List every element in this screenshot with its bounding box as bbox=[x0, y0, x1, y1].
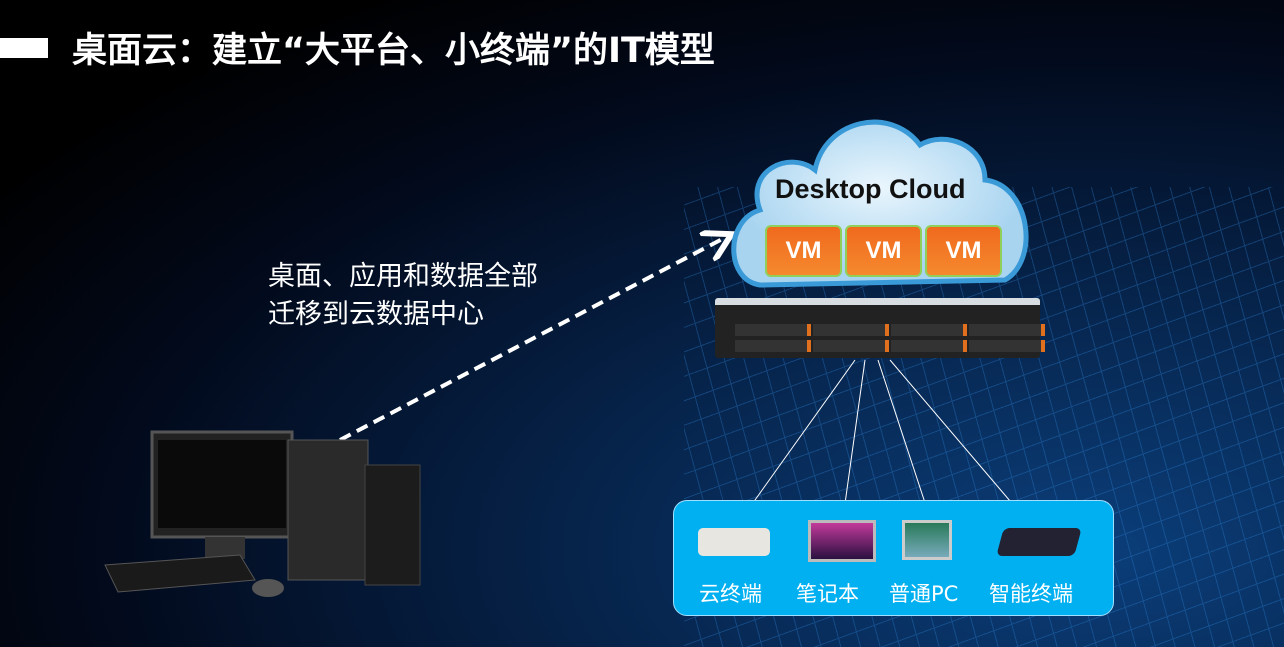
migration-caption: 桌面、应用和数据全部迁移到云数据中心 bbox=[268, 258, 538, 334]
migration-arrow bbox=[339, 236, 728, 442]
vm-box: VM bbox=[765, 225, 842, 277]
thin-client-icon bbox=[698, 528, 770, 556]
device-label-thin-client: 云终端 bbox=[699, 582, 762, 606]
slide-title: 桌面云：建立“大平台、小终端”的IT模型 bbox=[72, 31, 715, 71]
device-label-pc: 普通PC bbox=[889, 582, 959, 606]
caption-line-1: 桌面、应用和数据全部 bbox=[268, 261, 538, 292]
link-pc bbox=[877, 359, 930, 518]
cloud-label: Desktop Cloud bbox=[775, 174, 966, 204]
device-label-smart-terminal: 智能终端 bbox=[989, 582, 1073, 606]
vm-box: VM bbox=[845, 225, 922, 277]
device-label-laptop: 笔记本 bbox=[796, 582, 859, 606]
server-rack-image bbox=[715, 298, 1045, 358]
desktop-computer-image bbox=[104, 430, 421, 597]
caption-line-2: 迁移到云数据中心 bbox=[268, 299, 484, 330]
link-laptop bbox=[843, 359, 866, 518]
smart-devices-icon bbox=[996, 528, 1082, 556]
laptop-icon bbox=[808, 520, 876, 562]
vm-box: VM bbox=[925, 225, 1002, 277]
terminal-devices-panel bbox=[673, 500, 1114, 616]
desktop-pc-icon bbox=[902, 520, 952, 560]
title-bar-accent bbox=[0, 38, 48, 58]
